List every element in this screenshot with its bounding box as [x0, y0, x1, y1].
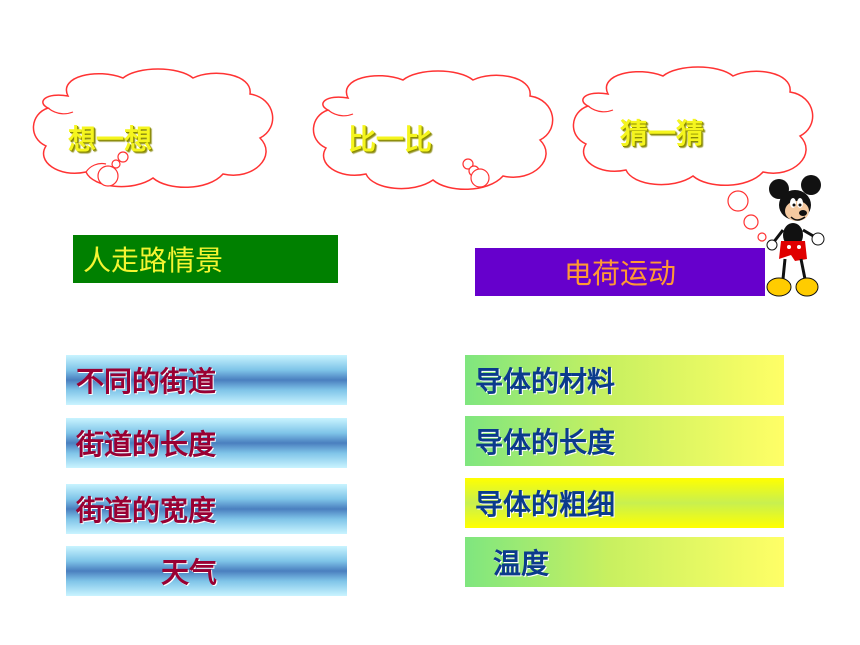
cloud-label: 比一比: [348, 123, 433, 156]
mickey-mouse-icon: [765, 175, 827, 307]
left-item-streets: 不同的街道: [66, 355, 347, 405]
thought-cloud-guess: 猜一猜: [568, 64, 818, 244]
right-title: 电荷运动: [475, 248, 765, 296]
left-item-weather: 天气: [66, 546, 347, 596]
right-item-material: 导体的材料: [465, 355, 784, 405]
thought-cloud-compare: 比一比: [308, 68, 558, 196]
thought-cloud-think: 想一想: [28, 66, 278, 196]
cloud-label: 想一想: [68, 123, 153, 156]
right-item-length: 导体的长度: [465, 416, 784, 466]
left-title: 人走路情景: [73, 235, 338, 283]
left-item-street-width: 街道的宽度: [66, 484, 347, 534]
cloud-shape-icon: [32, 68, 274, 188]
left-item-street-length: 街道的长度: [66, 418, 347, 468]
cloud-label: 猜一猜: [620, 117, 705, 150]
cloud-shape-icon: [572, 66, 814, 242]
right-item-thickness: 导体的粗细: [465, 478, 784, 528]
right-item-temperature: 温度: [465, 537, 784, 587]
cloud-shape-icon: [312, 70, 554, 190]
